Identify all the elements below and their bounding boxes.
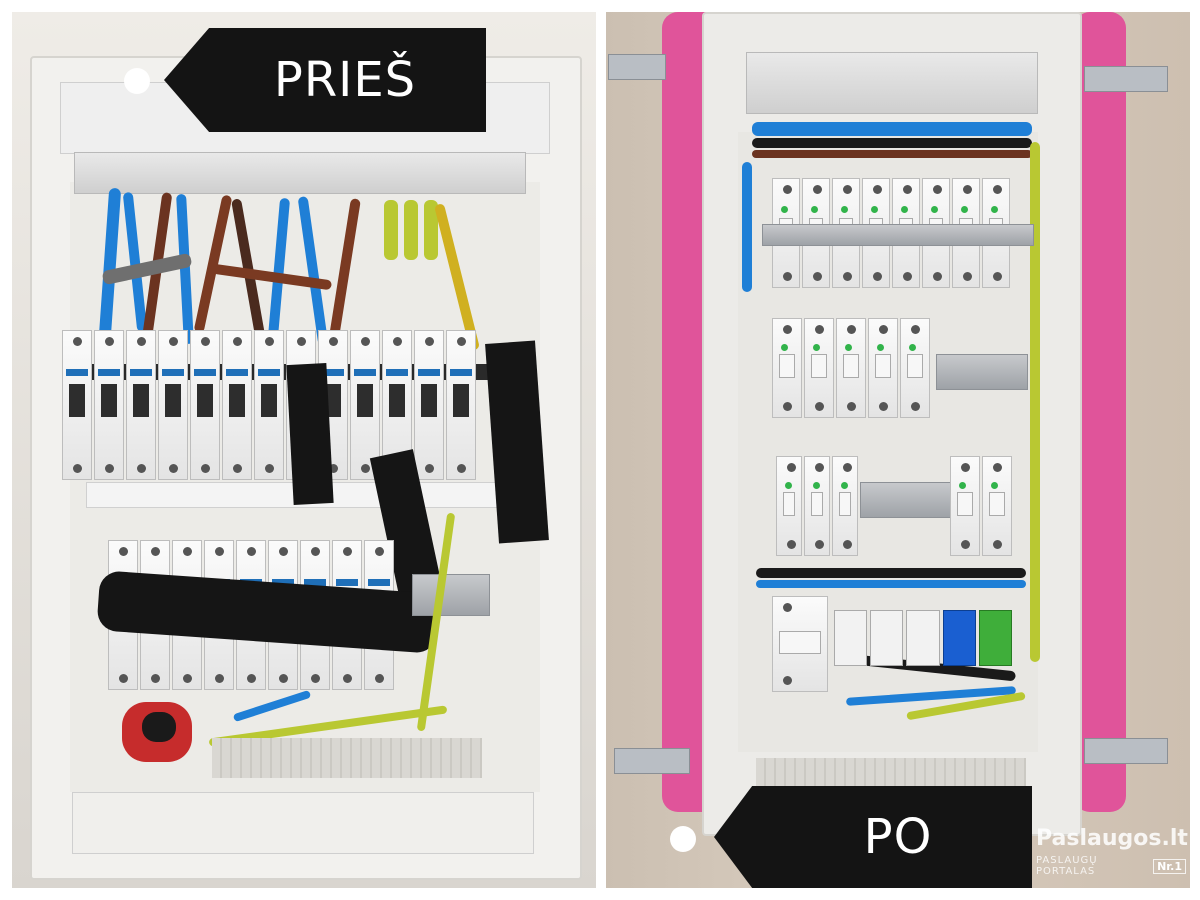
- label-dot-icon: [670, 826, 696, 852]
- terminal-block: [834, 610, 1013, 666]
- after-photo: PO Paslaugos.lt PASLAUGŲ PORTALAS Nr.1: [606, 12, 1190, 888]
- circuit-breaker: [222, 330, 252, 480]
- circuit-breaker: [350, 330, 380, 480]
- circuit-breaker: [254, 330, 284, 480]
- busbar-top: [746, 52, 1038, 114]
- din-rail: [860, 482, 952, 518]
- circuit-breaker: [772, 318, 802, 418]
- before-photo: PRIEŠ: [12, 12, 596, 888]
- circuit-breaker: [190, 330, 220, 480]
- mounting-bracket: [614, 748, 690, 774]
- watermark-badge: Nr.1: [1153, 858, 1186, 874]
- bottom-vent: [212, 738, 482, 778]
- circuit-breaker: [446, 330, 476, 480]
- circuit-breaker: [776, 456, 802, 556]
- label-dot-icon: [124, 68, 150, 94]
- circuit-breaker: [982, 456, 1012, 556]
- before-label: PRIEŠ: [164, 28, 486, 132]
- circuit-breaker: [868, 318, 898, 418]
- circuit-breaker: [804, 456, 830, 556]
- rcd-device: [772, 596, 828, 692]
- electrical-tape: [286, 363, 334, 505]
- bottom-cover: [72, 792, 534, 854]
- breaker-row-3-right: [950, 456, 1014, 556]
- circuit-breaker: [836, 318, 866, 418]
- watermark-title: Paslaugos.lt: [1036, 826, 1188, 851]
- circuit-breaker: [126, 330, 156, 480]
- circuit-breaker: [900, 318, 930, 418]
- circuit-breaker: [804, 318, 834, 418]
- circuit-breaker: [158, 330, 188, 480]
- watermark: Paslaugos.lt PASLAUGŲ PORTALAS Nr.1: [1036, 826, 1188, 882]
- breaker-row-3-left: [776, 456, 860, 556]
- breaker-row-upper: [62, 330, 512, 480]
- busbar-top: [74, 152, 526, 194]
- watermark-subtitle: PASLAUGŲ PORTALAS: [1036, 855, 1098, 877]
- circuit-breaker: [94, 330, 124, 480]
- circuit-breaker: [950, 456, 980, 556]
- after-label: PO: [714, 786, 1032, 888]
- breaker-row-2: [772, 318, 936, 418]
- din-rail: [936, 354, 1028, 390]
- mounting-bracket: [1084, 738, 1168, 764]
- after-label-text: PO: [863, 809, 933, 865]
- bottom-vent: [756, 758, 1026, 788]
- circuit-breaker: [832, 456, 858, 556]
- din-rail: [762, 224, 1034, 246]
- circuit-breaker: [414, 330, 444, 480]
- circuit-breaker: [62, 330, 92, 480]
- before-label-text: PRIEŠ: [273, 52, 417, 108]
- circuit-breaker: [772, 596, 828, 692]
- insulation-foam-right: [1074, 12, 1126, 812]
- mounting-bracket: [608, 54, 666, 80]
- din-rail: [412, 574, 490, 616]
- mounting-bracket: [1084, 66, 1168, 92]
